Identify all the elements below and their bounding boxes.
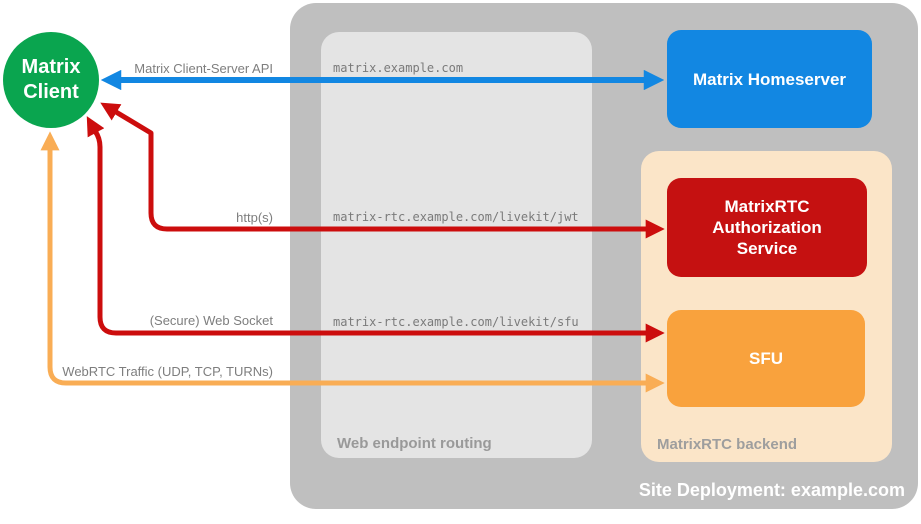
matrix-client-label: Matrix Client (21, 56, 81, 103)
web-endpoint-routing-box: Web endpoint routing (321, 32, 592, 458)
matrixrtc-authorization-service-label: MatrixRTC Authorization Service (712, 197, 822, 258)
web-endpoint-routing-caption: Web endpoint routing (337, 435, 492, 452)
matrixrtc-backend-caption: MatrixRTC backend (657, 436, 798, 453)
route-livekit-jwt-path: matrix-rtc.example.com/livekit/jwt (333, 210, 579, 224)
matrix-client-node: Matrix Client (3, 32, 99, 128)
websocket-arrow-label: (Secure) Web Socket (149, 313, 273, 328)
site-deployment-caption: Site Deployment: example.com (638, 480, 905, 500)
https-arrow-label: http(s) (236, 210, 273, 225)
sfu-node: SFU (667, 310, 865, 407)
webrtc-traffic-arrow-label: WebRTC Traffic (UDP, TCP, TURNs) (62, 364, 273, 379)
matrixrtc-authorization-service-node: MatrixRTC Authorization Service (667, 178, 867, 277)
route-matrix-hostname: matrix.example.com (333, 61, 464, 75)
route-livekit-sfu-path: matrix-rtc.example.com/livekit/sfu (333, 315, 579, 329)
matrix-homeserver-label: Matrix Homeserver (692, 69, 847, 89)
sfu-label: SFU (749, 349, 783, 368)
client-server-api-arrow-label: Matrix Client-Server API (134, 61, 273, 76)
matrix-homeserver-node: Matrix Homeserver (667, 30, 872, 128)
